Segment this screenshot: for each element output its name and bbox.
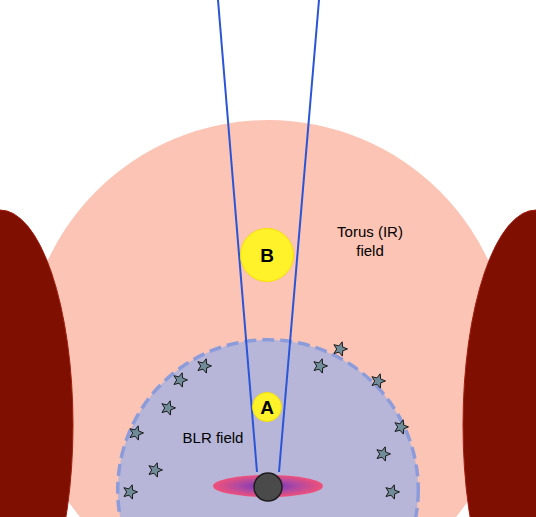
blr-field-region-outline: [116, 338, 420, 517]
position-marker-circle: [241, 229, 294, 282]
position-marker: B: [240, 228, 294, 282]
position-marker-circle: [253, 393, 282, 422]
blr-field-region: BLR fieldA: [116, 338, 420, 517]
region-label: BLR field: [178, 428, 248, 447]
callout-letter: A: [252, 392, 282, 422]
region-label: Torus (IR) field: [322, 222, 418, 260]
torus-field-region: Torus (IR) field B BLR fieldA: [25, 120, 511, 517]
position-marker: A: [252, 392, 282, 422]
callout-letter: B: [240, 228, 294, 282]
blr-field-region-circle: [118, 340, 419, 517]
